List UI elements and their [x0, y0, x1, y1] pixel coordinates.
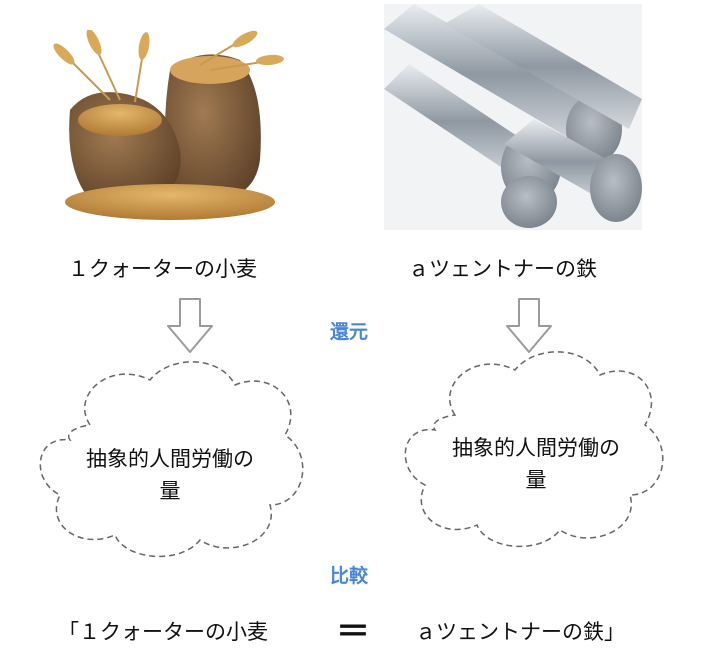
cloud-shape-right: [404, 351, 664, 548]
steel-rods-image: [384, 4, 642, 230]
abstract-labor-text-right: 抽象的人間労働の 量: [416, 432, 656, 496]
reduction-label: 還元: [330, 321, 369, 343]
cloud-shape-left: [39, 361, 304, 558]
iron-caption: ａツェントナーの鉄: [408, 257, 597, 281]
down-arrow-icon: [506, 298, 552, 353]
equation-right: ａツェントナーの鉄」: [415, 620, 625, 644]
equals-sign: ＝: [336, 612, 370, 652]
cloud-line: 量: [159, 479, 181, 503]
wheat-sacks-image: [53, 30, 284, 220]
abstract-labor-text-left: 抽象的人間労働の 量: [50, 443, 290, 507]
cloud-line: 抽象的人間労働の: [452, 436, 620, 460]
cloud-line: 抽象的人間労働の: [86, 447, 254, 471]
wheat-caption: １クォーターの小麦: [68, 257, 257, 281]
down-arrow-icon: [167, 298, 213, 353]
cloud-line: 量: [525, 468, 547, 492]
comparison-label: 比較: [330, 565, 369, 587]
equation-left: 「１クォーターの小麦: [58, 620, 268, 644]
